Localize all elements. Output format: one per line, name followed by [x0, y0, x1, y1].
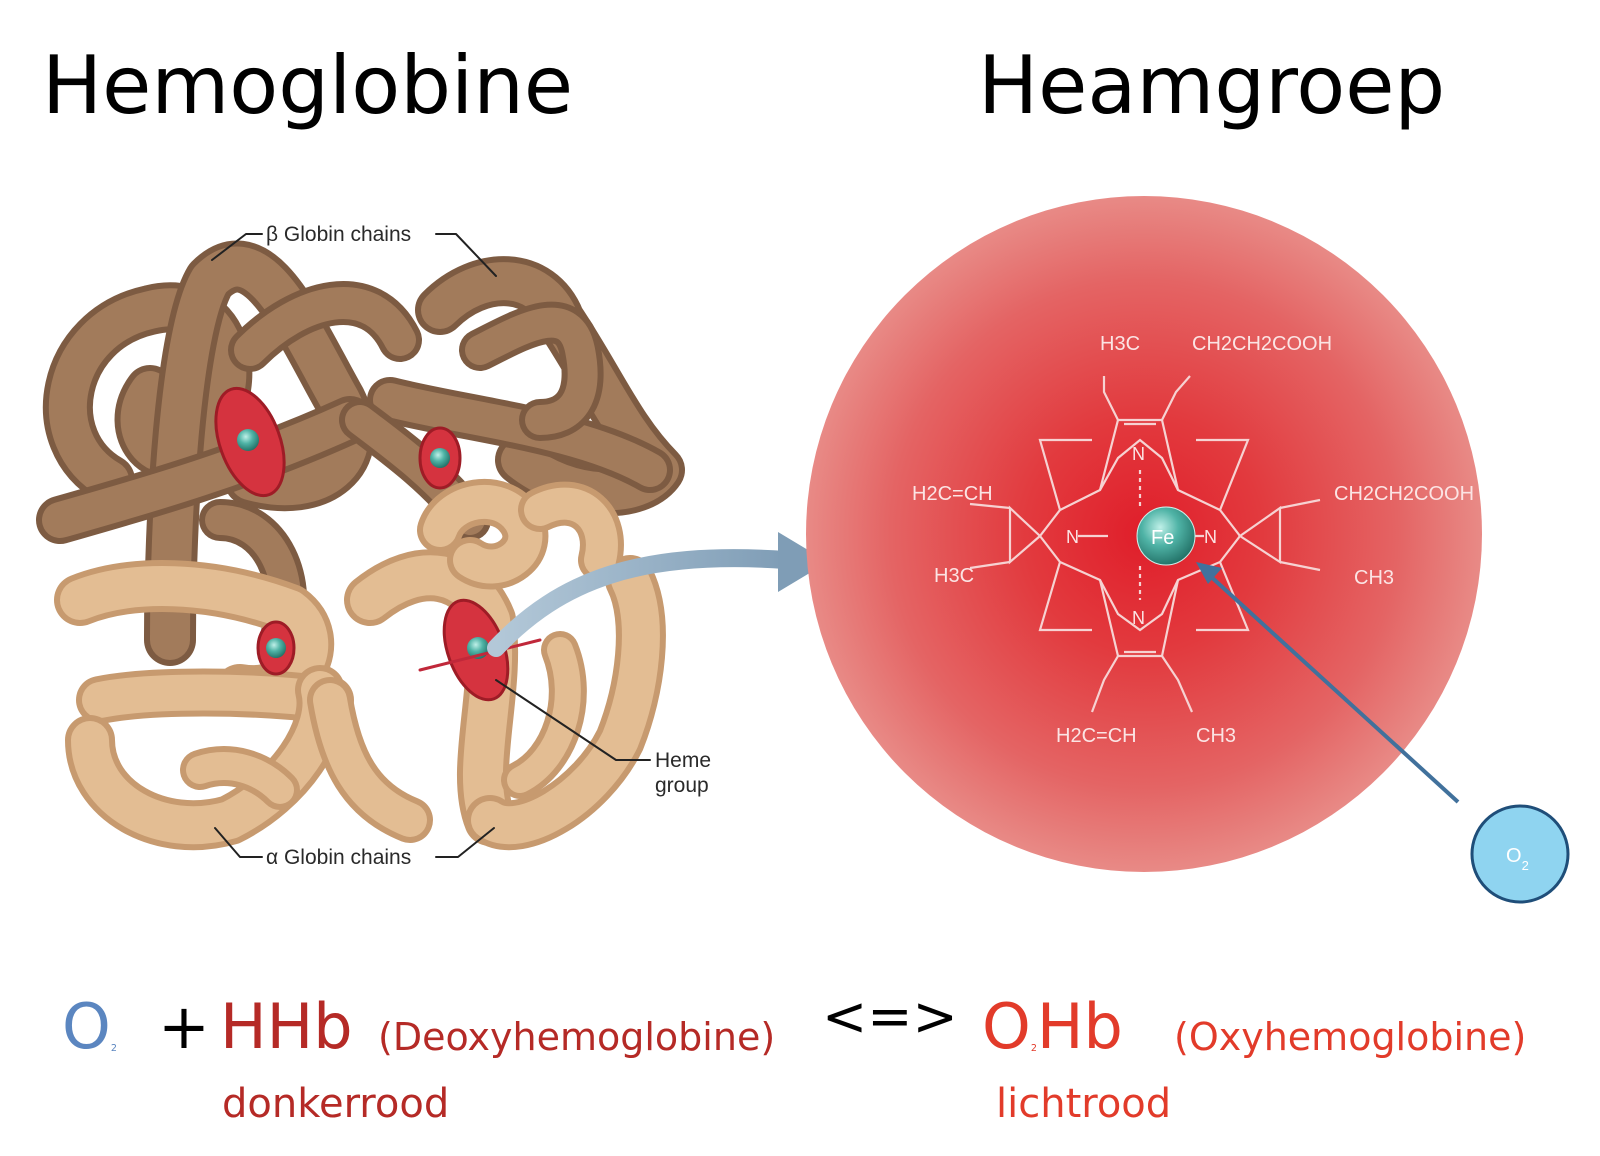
title-hemoglobine: Hemoglobine: [42, 39, 574, 132]
o2hb-rest: Hb: [1036, 990, 1123, 1063]
o2-sub: 2: [110, 1043, 117, 1055]
o2hb-sub: 2: [1030, 1043, 1037, 1055]
heme-structure: N N N N H3C CH2CH2COOH H2C=CH H3C CH2CH2…: [912, 333, 1474, 747]
iron-atom: Fe: [1136, 506, 1196, 566]
equation-oxy-label: (Oxyhemoglobine): [1174, 1015, 1527, 1059]
o2-badge-main: O: [1506, 845, 1522, 867]
group-left-upper: H2C=CH: [912, 483, 993, 505]
o2-badge: O2: [1470, 804, 1570, 904]
group-top-right: CH2CH2COOH: [1192, 333, 1332, 355]
nitrogen-bottom: N: [1132, 608, 1145, 628]
o2hb-main: O: [982, 990, 1031, 1063]
equation-reactant-o2: O2: [62, 996, 117, 1058]
connector-arrow: [487, 532, 828, 657]
equation-product-o2hb: O2Hb: [982, 996, 1123, 1058]
o2-main: O: [62, 990, 111, 1063]
o2-badge-sub: 2: [1522, 858, 1529, 873]
note-lichtrood: lichtrood: [996, 1081, 1172, 1127]
heme-disc: [256, 620, 296, 676]
nitrogen-left: N: [1066, 527, 1079, 547]
label-heme: Heme: [655, 749, 711, 772]
group-top-left: H3C: [1100, 333, 1140, 355]
label-beta-globin-chains: β Globin chains: [266, 223, 411, 246]
group-bottom-left: H2C=CH: [1056, 725, 1137, 747]
heme-disc: [214, 386, 286, 498]
label-alpha-globin-chains: α Globin chains: [266, 846, 411, 869]
title-heamgroep: Heamgroep: [978, 39, 1446, 132]
group-bottom-right: CH3: [1196, 725, 1236, 747]
nitrogen-top: N: [1132, 444, 1145, 464]
o2-pointer-arrow: [1196, 562, 1460, 804]
group-right-lower: CH3: [1354, 567, 1394, 589]
label-group: group: [655, 774, 709, 797]
equation-plus: +: [158, 990, 210, 1063]
heme-disc: [418, 426, 462, 490]
equation-hhb: HHb: [220, 990, 353, 1063]
protein-label-leaders: [211, 233, 651, 858]
equation-arrow: <=>: [822, 985, 958, 1048]
nitrogen-right: N: [1204, 527, 1217, 547]
hemoglobin-protein: β Globin chains α Globin chains Heme gro…: [36, 223, 711, 869]
note-donkerrood: donkerrood: [222, 1081, 450, 1127]
iron-label: Fe: [1151, 527, 1174, 549]
equation-deoxy-label: (Deoxyhemoglobine): [378, 1015, 776, 1059]
svg-text:O2: O2: [1506, 845, 1529, 873]
group-left-lower: H3C: [934, 565, 974, 587]
heme-disc: [418, 598, 542, 702]
group-right-upper: CH2CH2COOH: [1334, 483, 1474, 505]
